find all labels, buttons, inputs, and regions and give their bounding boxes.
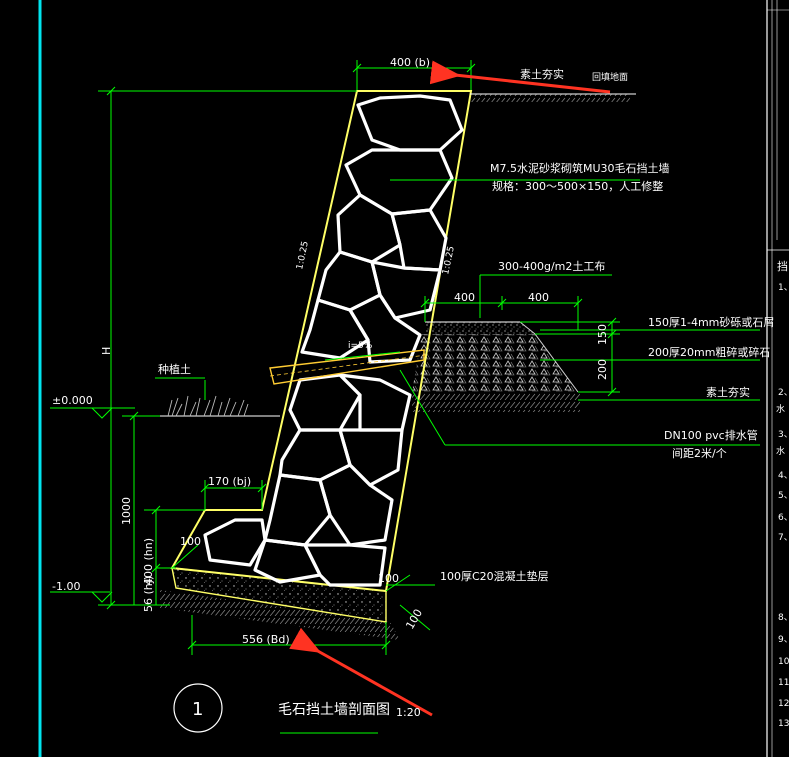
note-base-layer: 100厚C20混凝土垫层: [440, 569, 549, 583]
side-num-11: 11: [778, 678, 789, 688]
elevation-markers: [91, 407, 113, 603]
side-num-1: 1、: [778, 283, 789, 293]
ground-lines: [160, 93, 636, 417]
drawing-frame: [38, 0, 789, 757]
drainage-fill: [412, 321, 579, 393]
base-corner-a: 100: [180, 535, 201, 548]
drain-height-2: 200: [596, 359, 609, 380]
side-num-9: 9、: [778, 635, 789, 645]
note-compacted: 素土夯实: [706, 385, 750, 399]
slope-back-label: 1:0.25: [295, 240, 311, 270]
geotextile-width-1: 400: [454, 291, 475, 304]
side-num-7: 7、: [778, 533, 789, 543]
bottom-width-label: 556 (Bd): [242, 633, 290, 646]
side-num-8: 8、: [778, 613, 789, 623]
note-pipe-spacing: 间距2米/个: [672, 447, 727, 460]
side-panel: 挡 1、 2、 水 3、 水 4、 5、 6、 7、 8、 9、 10 11 1…: [776, 259, 789, 729]
note-fill-top: 素土夯实: [520, 67, 564, 81]
height-label: H: [100, 347, 113, 355]
side-num-3: 3、: [778, 430, 789, 440]
side-num-6: 6、: [778, 513, 789, 523]
embed-extra-label: 56 (hj): [142, 576, 155, 612]
base-corner-b: 100: [378, 572, 399, 585]
drawing-scale: 1:20: [396, 706, 421, 719]
drawing-title: 毛石挡土墙剖面图: [278, 702, 390, 718]
labels: 400 (b) 556 (Bd) 170 (bj) H 1000 400 (hn…: [52, 56, 774, 720]
planting-grass: [167, 395, 249, 417]
side-num-13: 13: [778, 719, 789, 729]
geotextile-width-2: 400: [528, 291, 549, 304]
side-num-2: 2、: [778, 388, 789, 398]
note-wall-spec: 规格：300～500×150，人工修整: [492, 179, 663, 193]
note-gravel-layer: 200厚20mm粗碎或碎石: [648, 345, 770, 359]
side-num-12: 12: [778, 699, 789, 709]
red-arrows: [289, 60, 611, 717]
detail-number: 1: [192, 699, 203, 720]
drain-pipe: [269, 349, 427, 385]
pipe-slope-label: i=5%: [348, 341, 373, 351]
side-frag-1: 水: [776, 403, 785, 415]
note-planting-soil: 种植土: [158, 362, 191, 376]
toe-depth-label: 1000: [120, 497, 133, 525]
note-wall-material: M7.5水泥砂浆砌筑MU30毛石挡土墙: [490, 161, 670, 175]
note-fill-top-small: 回填地面: [592, 71, 628, 83]
toe-width-label: 170 (bj): [208, 475, 251, 488]
note-sand-layer: 150厚1-4mm砂砾或石屑: [648, 316, 774, 329]
ground-hatch: [160, 94, 630, 640]
side-num-4: 4、: [778, 471, 789, 481]
side-frag-2: 水: [776, 445, 785, 457]
elevation-base: -1.00: [52, 580, 80, 593]
leader-lines: [155, 179, 760, 734]
elevation-ground: ±0.000: [52, 394, 93, 407]
detail-circle: [173, 683, 223, 733]
side-num-5: 5、: [778, 491, 789, 501]
side-num-10: 10: [778, 657, 789, 667]
note-pipe: DN100 pvc排水管: [664, 428, 758, 442]
top-width-label: 400 (b): [390, 56, 430, 69]
side-panel-title: 挡: [777, 259, 788, 273]
note-geotextile: 300-400g/m2土工布: [498, 260, 605, 273]
embed-depth-label: 400 (hn): [142, 538, 155, 585]
drain-height-1: 150: [596, 324, 609, 345]
